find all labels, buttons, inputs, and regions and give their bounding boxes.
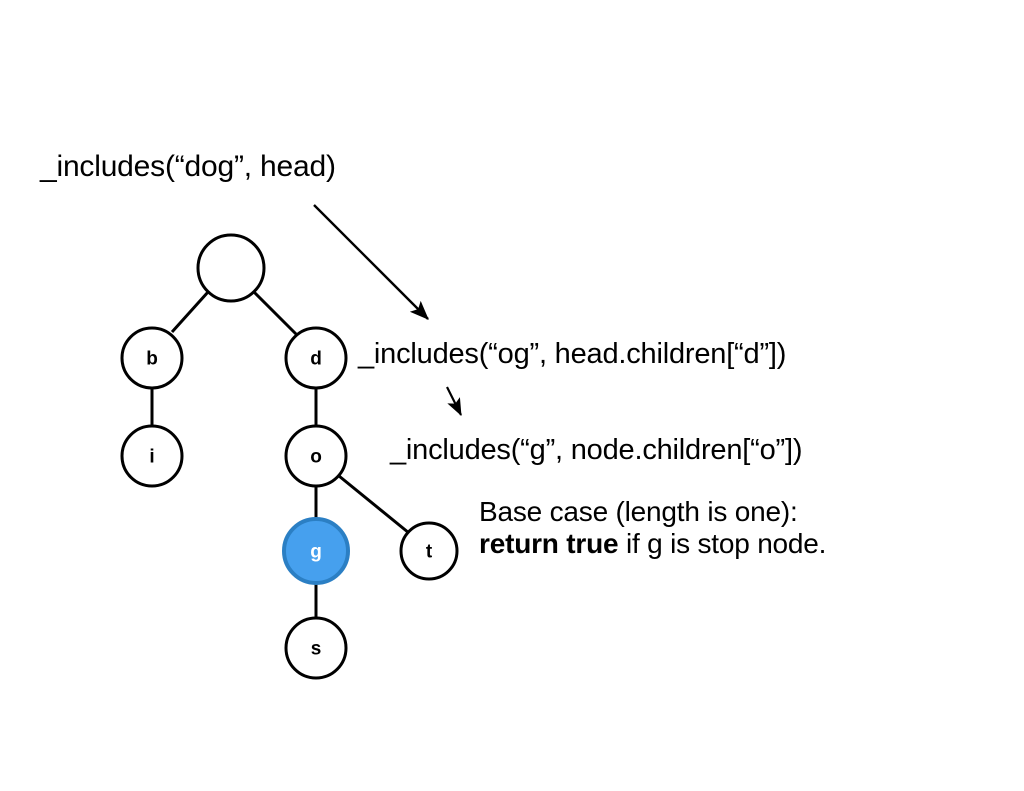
caption-call-d: _includes(“og”, head.children[“d”]) <box>358 338 787 370</box>
arrow-head-to-d-icon <box>313 204 429 320</box>
edge-o-t <box>338 474 410 535</box>
caption-call-o: _includes(“g”, node.children[“o”]) <box>390 434 803 466</box>
trie-node-root[interactable] <box>196 233 266 303</box>
base-case-rest: if g is stop node. <box>618 528 827 560</box>
trie-node-g-highlighted[interactable]: g <box>282 517 350 585</box>
base-case-line-2: return true if g is stop node. <box>479 528 826 560</box>
edge-root-d <box>252 290 298 336</box>
node-circle-root[interactable] <box>196 233 266 303</box>
base-case-line-1: Base case (length is one): <box>479 496 798 527</box>
node-circle-g[interactable] <box>282 517 350 585</box>
edge-group <box>150 290 410 618</box>
node-circle-s[interactable] <box>284 616 348 680</box>
caption-call-head: _includes(“dog”, head) <box>40 150 336 183</box>
node-circle-t[interactable] <box>399 521 459 581</box>
trie-node-t[interactable]: t <box>399 521 459 581</box>
edge-root-b <box>170 290 210 334</box>
node-group: b d i o g t <box>120 233 459 680</box>
trie-node-s[interactable]: s <box>284 616 348 680</box>
node-circle-b[interactable] <box>120 326 184 390</box>
caption-base-case: Base case (length is one): return true i… <box>479 496 826 560</box>
node-label-g: g <box>310 542 322 563</box>
node-circle-i[interactable] <box>120 424 184 488</box>
node-label-o: o <box>310 447 322 468</box>
arrow-d-to-o-icon <box>446 386 462 416</box>
trie-node-o[interactable]: o <box>284 424 348 488</box>
node-label-b: b <box>146 349 158 370</box>
node-circle-d[interactable] <box>284 326 348 390</box>
node-label-i: i <box>149 447 154 468</box>
node-label-t: t <box>426 542 433 563</box>
node-label-s: s <box>311 639 322 660</box>
trie-node-b[interactable]: b <box>120 326 184 390</box>
base-case-return-true: return true <box>479 528 619 560</box>
node-circle-o[interactable] <box>284 424 348 488</box>
node-label-d: d <box>310 349 322 370</box>
trie-node-d[interactable]: d <box>284 326 348 390</box>
trie-node-i[interactable]: i <box>120 424 184 488</box>
annotation-arrow-group <box>313 204 462 416</box>
